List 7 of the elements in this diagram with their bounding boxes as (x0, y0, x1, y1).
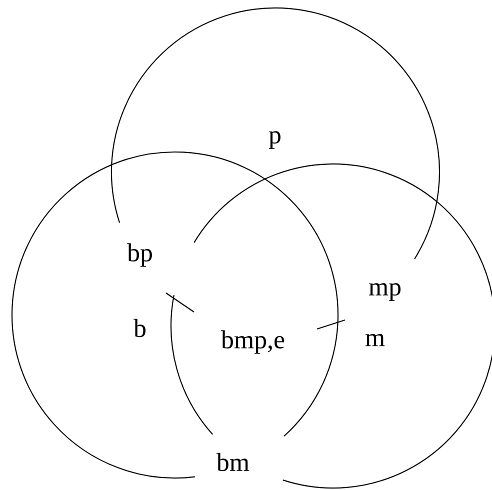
region-label: b (134, 318, 146, 338)
region-label: bm (216, 452, 250, 472)
region-label: m (365, 334, 385, 346)
region-label: mp (369, 283, 401, 301)
region-label: bmp,e (221, 330, 284, 354)
region-label: bp (127, 243, 152, 267)
region-label: p (268, 131, 280, 149)
